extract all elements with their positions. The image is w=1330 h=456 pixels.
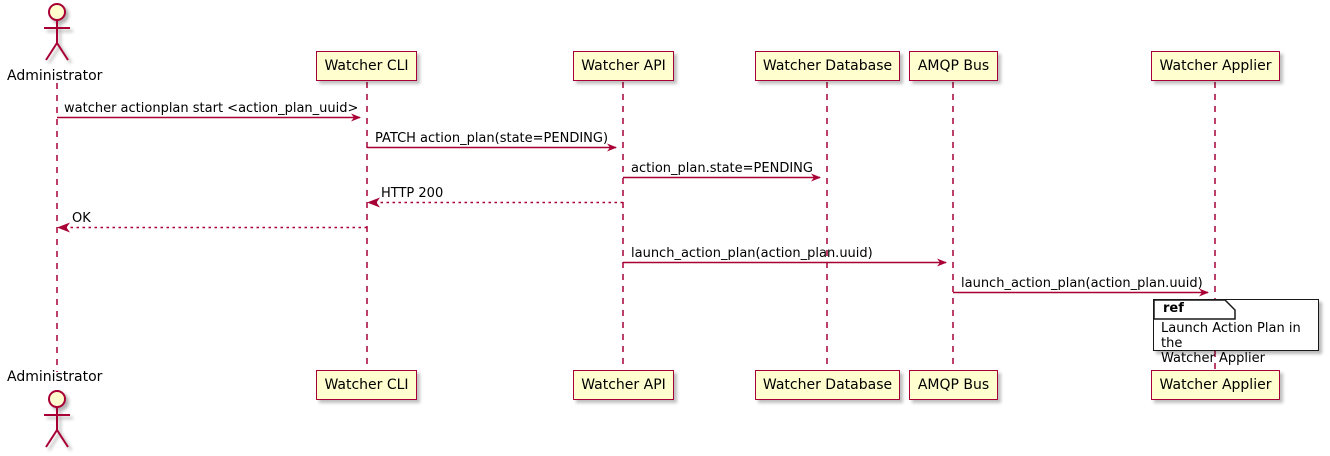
ref-body-text: Launch Action Plan in the Watcher Applie…	[1161, 321, 1301, 366]
message-label-2: action_plan.state=PENDING	[631, 161, 813, 176]
participant-box-watcher-cli-top[interactable]: Watcher CLI	[316, 51, 417, 81]
participant-box-amqp-bus-top[interactable]: AMQP Bus	[909, 51, 998, 81]
message-label-6: launch_action_plan(action_plan.uuid)	[961, 276, 1203, 291]
message-arrows: Watcher CLI (dashed return) --> Administ…	[57, 113, 1209, 297]
lifelines	[56, 82, 1216, 372]
participant-label: AMQP Bus	[917, 377, 990, 393]
participant-label: Watcher Database	[762, 377, 893, 393]
message-label-0: watcher actionplan start <action_plan_uu…	[64, 101, 359, 116]
arrowhead-4	[57, 222, 70, 233]
participant-box-watcher-database-top[interactable]: Watcher Database	[755, 51, 900, 81]
message-label-5: launch_action_plan(action_plan.uuid)	[631, 246, 873, 261]
actor-administrator-bottom	[44, 390, 70, 448]
message-label-1: PATCH action_plan(state=PENDING)	[375, 131, 609, 146]
participant-box-watcher-applier-top[interactable]: Watcher Applier	[1151, 51, 1280, 81]
actor-label-administrator-top: Administrator	[7, 68, 103, 84]
participant-box-amqp-bus-bottom[interactable]: AMQP Bus	[909, 370, 998, 400]
participant-box-watcher-applier-bottom[interactable]: Watcher Applier	[1151, 370, 1280, 400]
message-label-3: HTTP 200	[381, 186, 444, 201]
participant-label: Watcher CLI	[324, 58, 409, 74]
participant-label: AMQP Bus	[917, 58, 990, 74]
message-label-4: OK	[72, 211, 91, 226]
participant-box-watcher-api-top[interactable]: Watcher API	[573, 51, 674, 81]
ref-fragment: ref Launch Action Plan in the Watcher Ap…	[1152, 298, 1319, 366]
participant-box-watcher-database-bottom[interactable]: Watcher Database	[755, 370, 900, 400]
ref-tab-shape	[1152, 298, 1236, 320]
participant-label: Watcher CLI	[324, 377, 409, 393]
participant-label: Watcher Applier	[1159, 58, 1272, 74]
participant-box-watcher-api-bottom[interactable]: Watcher API	[573, 370, 674, 400]
arrowhead-3	[367, 197, 380, 208]
actor-label-administrator-bottom: Administrator	[7, 369, 103, 385]
participant-box-watcher-cli-bottom[interactable]: Watcher CLI	[316, 370, 417, 400]
actor-administrator-top	[44, 3, 70, 61]
participant-label: Watcher Database	[762, 58, 893, 74]
participant-label: Watcher API	[581, 58, 666, 74]
participant-label: Watcher API	[581, 377, 666, 393]
ref-keyword-label: ref	[1163, 301, 1184, 316]
participant-label: Watcher Applier	[1159, 377, 1272, 393]
